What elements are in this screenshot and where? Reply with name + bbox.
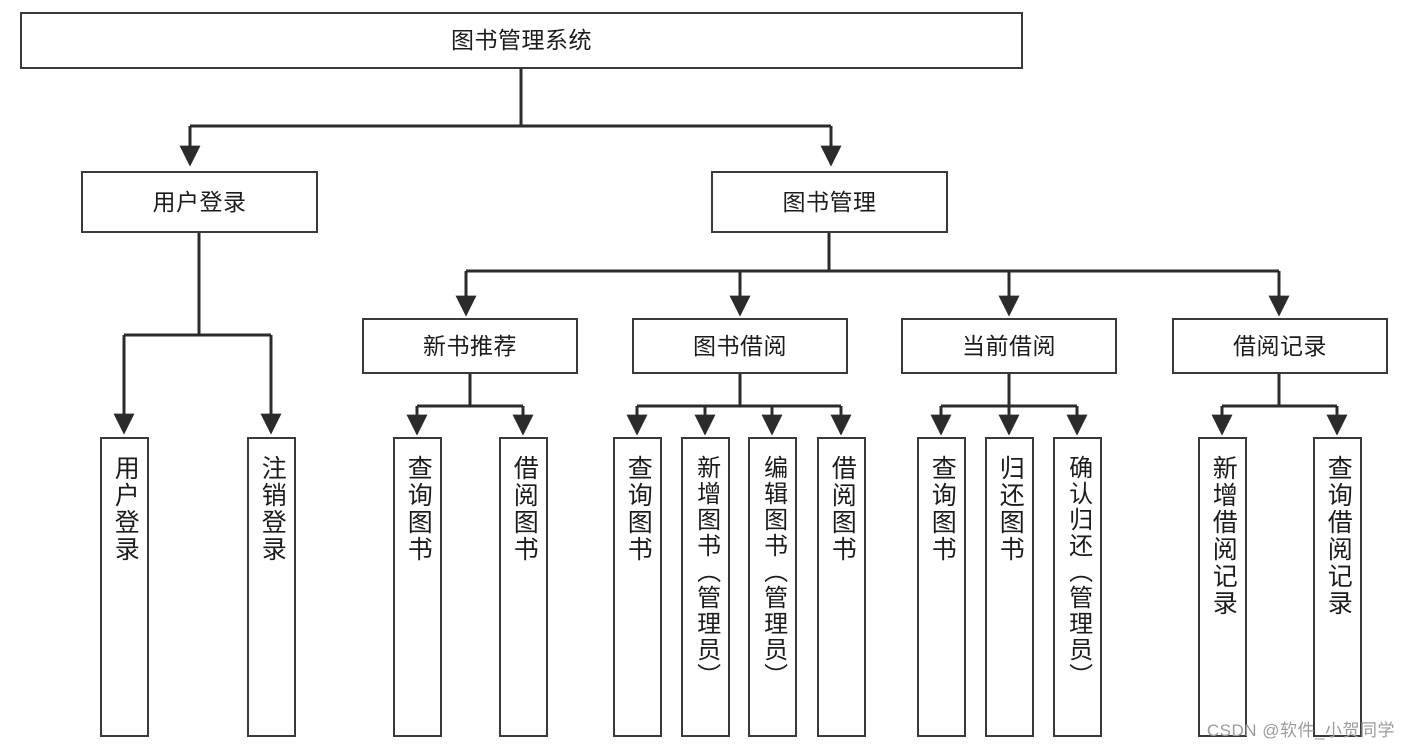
csdn-watermark: CSDN @软件_小贺同学 bbox=[1206, 721, 1395, 740]
node-label: 注销登录 bbox=[258, 455, 287, 563]
node-label: 新增图书（管理员） bbox=[692, 455, 720, 689]
node-label: 图书管理系统 bbox=[451, 27, 592, 54]
leaf-edit-book-admin[interactable]: 编辑图书（管理员） bbox=[748, 437, 797, 737]
leaf-query-book-borrow[interactable]: 查询图书 bbox=[613, 437, 662, 737]
node-label: 查询借阅记录 bbox=[1324, 455, 1353, 617]
node-borrow-record[interactable]: 借阅记录 bbox=[1172, 318, 1388, 374]
leaf-query-book-recommend[interactable]: 查询图书 bbox=[393, 437, 442, 737]
node-label: 当前借阅 bbox=[962, 332, 1056, 359]
node-new-book-recommend[interactable]: 新书推荐 bbox=[362, 318, 578, 374]
leaf-borrow-book-recommend[interactable]: 借阅图书 bbox=[499, 437, 548, 737]
leaf-confirm-return-admin[interactable]: 确认归还（管理员） bbox=[1053, 437, 1102, 737]
node-label: 新增借阅记录 bbox=[1209, 455, 1238, 617]
node-label: 归还图书 bbox=[996, 455, 1025, 563]
node-current-borrow[interactable]: 当前借阅 bbox=[901, 318, 1117, 374]
node-label: 图书借阅 bbox=[693, 332, 787, 359]
leaf-return-book[interactable]: 归还图书 bbox=[985, 437, 1034, 737]
node-book-borrow[interactable]: 图书借阅 bbox=[632, 318, 848, 374]
node-label: 查询图书 bbox=[404, 455, 433, 563]
node-label: 查询图书 bbox=[624, 455, 653, 563]
leaf-user-logout[interactable]: 注销登录 bbox=[247, 437, 296, 737]
node-label: 借阅图书 bbox=[828, 455, 857, 563]
node-label: 借阅图书 bbox=[510, 455, 539, 563]
node-root-system[interactable]: 图书管理系统 bbox=[20, 12, 1023, 69]
node-label: 查询图书 bbox=[928, 455, 957, 563]
node-label: 编辑图书（管理员） bbox=[759, 455, 787, 689]
node-label: 借阅记录 bbox=[1233, 332, 1327, 359]
node-label: 图书管理 bbox=[782, 188, 877, 215]
leaf-borrow-book[interactable]: 借阅图书 bbox=[817, 437, 866, 737]
node-label: 用户登录 bbox=[111, 455, 140, 563]
leaf-add-book-admin[interactable]: 新增图书（管理员） bbox=[681, 437, 730, 737]
leaf-query-book-current[interactable]: 查询图书 bbox=[917, 437, 966, 737]
node-label: 确认归还（管理员） bbox=[1064, 455, 1092, 689]
leaf-add-borrow-record[interactable]: 新增借阅记录 bbox=[1198, 437, 1247, 737]
node-book-management[interactable]: 图书管理 bbox=[711, 171, 948, 233]
leaf-query-borrow-record[interactable]: 查询借阅记录 bbox=[1313, 437, 1362, 737]
node-user-login[interactable]: 用户登录 bbox=[81, 171, 318, 233]
node-label: 用户登录 bbox=[152, 188, 247, 215]
node-label: 新书推荐 bbox=[423, 332, 517, 359]
leaf-user-login[interactable]: 用户登录 bbox=[100, 437, 149, 737]
